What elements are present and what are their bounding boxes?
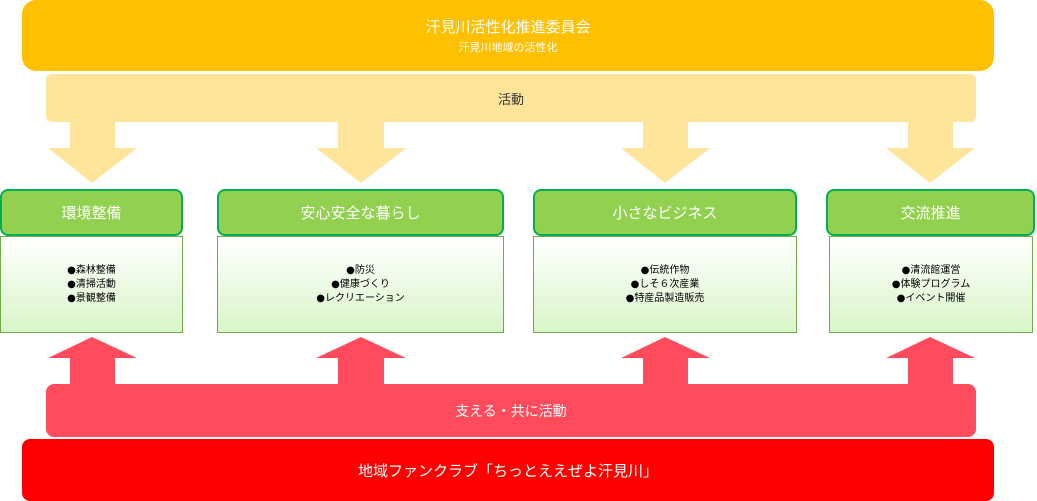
list-item: ●レクリエーション xyxy=(316,292,405,304)
committee-banner: 汗見川活性化推進委員会 汗見川地域の活性化 xyxy=(22,0,994,71)
category-body-business: ●伝統作物 ●しそ６次産業 ●特産品製造販売 xyxy=(533,236,797,333)
list-item: ●体験プログラム xyxy=(891,278,971,290)
category-title: 環境整備 xyxy=(61,204,122,222)
list-item: ●伝統作物 xyxy=(640,264,690,276)
fanclub-banner: 地域ファンクラブ「ちっとええぜよ汗見川」 xyxy=(22,439,994,501)
list-item: ●イベント開催 xyxy=(896,292,966,304)
committee-subtitle: 汗見川地域の活性化 xyxy=(458,41,558,54)
down-arrow-4 xyxy=(886,120,975,183)
list-item: ●健康づくり xyxy=(331,278,390,290)
down-arrow-1 xyxy=(48,120,137,183)
up-arrow-3 xyxy=(621,337,710,388)
category-body-exchange: ●清流館運営 ●体験プログラム ●イベント開催 xyxy=(829,236,1033,333)
activity-label: 活動 xyxy=(497,92,524,108)
list-item: ●森林整備 xyxy=(67,264,116,276)
list-item: ●特産品製造販売 xyxy=(625,292,705,304)
category-body-safety: ●防災 ●健康づくり ●レクリエーション xyxy=(217,236,504,333)
category-title: 交流推進 xyxy=(900,204,961,222)
fanclub-label: 地域ファンクラブ「ちっとええぜよ汗見川」 xyxy=(357,461,658,480)
support-bar: 支える・共に活動 xyxy=(46,384,976,437)
activity-bar: 活動 xyxy=(46,74,976,122)
list-item: ●景観整備 xyxy=(67,292,116,304)
category-head-environment: 環境整備 xyxy=(0,189,183,236)
category-title: 安心安全な暮らし xyxy=(300,204,421,222)
list-item: ●防災 xyxy=(346,264,375,276)
support-label: 支える・共に活動 xyxy=(455,403,567,420)
down-arrow-3 xyxy=(621,120,710,183)
list-item: ●清流館運営 xyxy=(901,264,961,276)
up-arrow-4 xyxy=(886,337,975,388)
category-head-business: 小さなビジネス xyxy=(533,189,797,236)
up-arrow-2 xyxy=(316,337,406,388)
category-title: 小さなビジネス xyxy=(612,204,718,222)
category-head-safety: 安心安全な暮らし xyxy=(217,189,504,236)
category-body-environment: ●森林整備 ●清掃活動 ●景観整備 xyxy=(0,236,183,333)
list-item: ●清掃活動 xyxy=(67,278,116,290)
down-arrow-2 xyxy=(316,120,406,183)
category-head-exchange: 交流推進 xyxy=(826,189,1035,236)
committee-title: 汗見川活性化推進委員会 xyxy=(425,18,591,36)
up-arrow-1 xyxy=(48,337,137,388)
list-item: ●しそ６次産業 xyxy=(630,278,700,290)
